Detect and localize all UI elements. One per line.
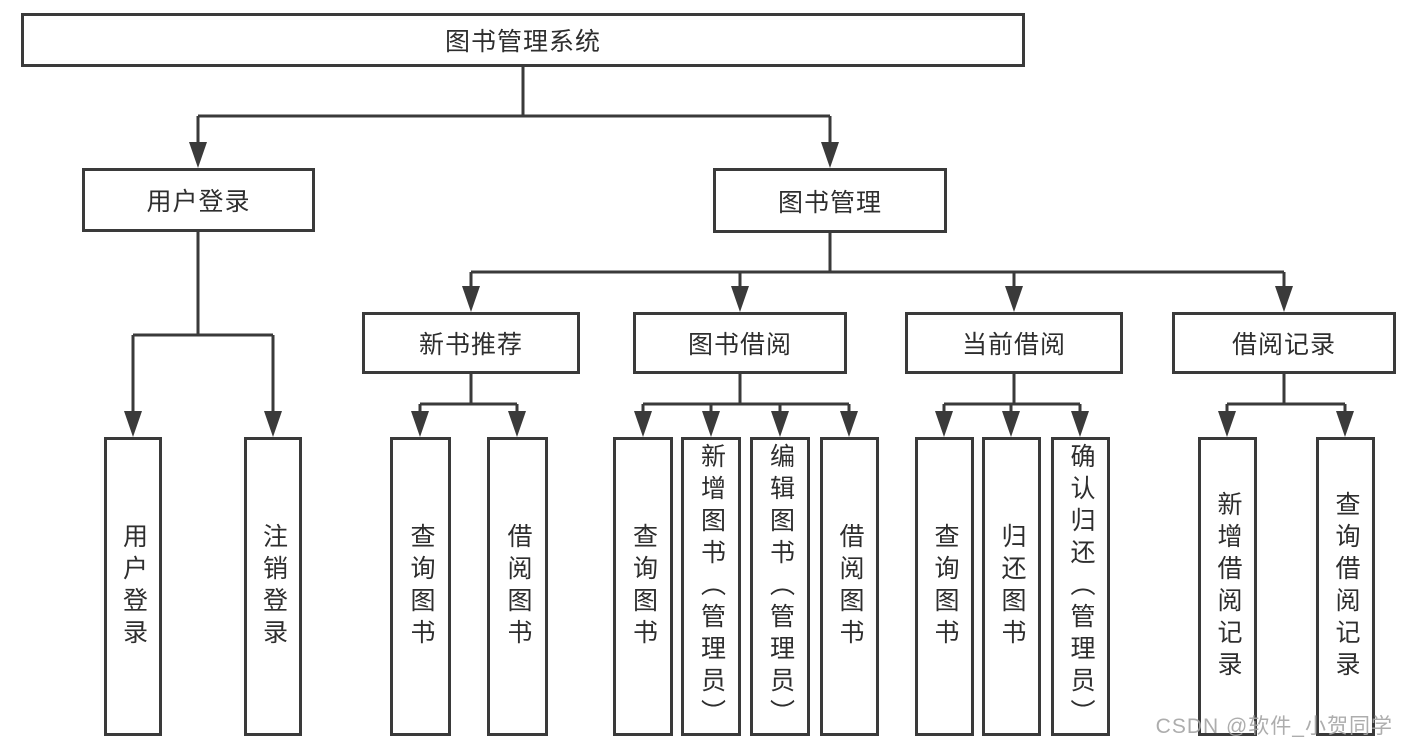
connector-borrowrecord-split	[1225, 374, 1347, 419]
node-book-borrow: 图书借阅	[633, 312, 847, 374]
node-current-borrow: 当前借阅	[905, 312, 1123, 374]
leaf-query-borrow-record-label: 查询借阅记录	[1332, 490, 1360, 683]
leaf-add-borrow-record-label: 新增借阅记录	[1214, 490, 1242, 683]
leaf-confirm-return-admin-label: 确认归还（管理员）	[1067, 442, 1095, 731]
node-borrow-record-label: 借阅记录	[1231, 331, 1336, 359]
leaf-query-book-3-label: 查询图书	[931, 522, 959, 651]
leaf-logout-label: 注销登录	[259, 522, 288, 651]
leaf-query-book-2: 查询图书	[613, 437, 673, 736]
leaf-query-book-3: 查询图书	[915, 437, 974, 736]
connector-bookmgmt-split	[469, 233, 1286, 294]
node-book-management-label: 图书管理	[777, 188, 882, 217]
leaf-add-borrow-record: 新增借阅记录	[1198, 437, 1257, 736]
leaf-add-book-admin: 新增图书（管理员）	[681, 437, 741, 736]
csdn-watermark: CSDN @软件_小贺同学	[1155, 715, 1393, 738]
arrowheads	[124, 142, 1354, 437]
node-book-management: 图书管理	[713, 168, 947, 233]
leaf-user-login-label: 用户登录	[119, 522, 148, 651]
node-root: 图书管理系统	[21, 13, 1025, 67]
leaf-return-book-label: 归还图书	[998, 522, 1026, 651]
node-root-label: 图书管理系统	[444, 28, 601, 56]
connector-userlogin-split	[131, 232, 275, 419]
leaf-borrow-book-1-label: 借阅图书	[504, 522, 532, 651]
leaf-edit-book-admin-label: 编辑图书（管理员）	[766, 442, 795, 731]
leaf-add-book-admin-label: 新增图书（管理员）	[697, 442, 726, 731]
node-borrow-record: 借阅记录	[1172, 312, 1396, 374]
node-new-book-recommend-label: 新书推荐	[418, 331, 523, 359]
leaf-query-book-2-label: 查询图书	[629, 522, 658, 651]
leaf-return-book: 归还图书	[982, 437, 1041, 736]
connector-bookborrow-split	[641, 374, 851, 419]
leaf-logout: 注销登录	[244, 437, 302, 736]
node-new-book-recommend: 新书推荐	[362, 312, 580, 374]
node-current-borrow-label: 当前借阅	[961, 331, 1066, 359]
leaf-query-book-1-label: 查询图书	[407, 522, 435, 651]
node-user-login-label: 用户登录	[146, 188, 251, 216]
leaf-borrow-book-2: 借阅图书	[820, 437, 879, 736]
leaf-borrow-book-2-label: 借阅图书	[836, 522, 864, 651]
leaf-borrow-book-1: 借阅图书	[487, 437, 548, 736]
leaf-confirm-return-admin: 确认归还（管理员）	[1051, 437, 1110, 736]
connector-newbookrec-split	[418, 374, 519, 419]
leaf-edit-book-admin: 编辑图书（管理员）	[750, 437, 810, 736]
node-book-borrow-label: 图书借阅	[687, 331, 792, 359]
leaf-user-login: 用户登录	[104, 437, 162, 736]
connector-root-split	[196, 67, 832, 150]
node-user-login: 用户登录	[82, 168, 315, 232]
leaf-query-borrow-record: 查询借阅记录	[1316, 437, 1375, 736]
leaf-query-book-1: 查询图书	[390, 437, 451, 736]
